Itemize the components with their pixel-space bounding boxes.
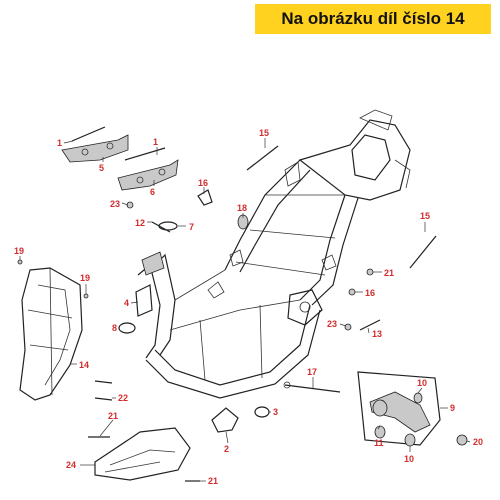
screw-23-right xyxy=(344,323,352,331)
callout-7: 7 xyxy=(189,222,194,232)
callout-8: 8 xyxy=(112,323,117,333)
part-14-front-frame xyxy=(19,267,83,401)
part-16-upper xyxy=(197,189,213,206)
leader-lines xyxy=(19,138,471,482)
callout-19-mid: 19 xyxy=(80,273,90,283)
part-2-hose xyxy=(211,407,239,433)
part-7-grommet xyxy=(158,221,178,231)
callout-24: 24 xyxy=(66,460,76,470)
part-8-ring xyxy=(118,322,136,334)
callout-13: 13 xyxy=(372,329,382,339)
callout-1-right: 1 xyxy=(153,137,158,147)
callout-10-lower: 10 xyxy=(404,454,414,464)
part-22-bolts xyxy=(94,380,113,401)
callout-21-right: 21 xyxy=(384,268,394,278)
callout-16-upper: 16 xyxy=(198,178,208,188)
callout-numbers: 1 5 1 6 15 16 23 12 7 18 15 19 19 21 16 … xyxy=(14,128,483,486)
callout-1-left: 1 xyxy=(57,138,62,148)
long-bolt-15a xyxy=(246,145,279,171)
callout-23-upper: 23 xyxy=(110,199,120,209)
callout-20: 20 xyxy=(473,437,483,447)
callout-11: 11 xyxy=(374,438,384,448)
part-3-clamp xyxy=(254,406,270,418)
callout-16-right: 16 xyxy=(365,288,375,298)
screw-19-mid xyxy=(83,293,89,299)
callout-9: 9 xyxy=(450,403,455,413)
callout-18: 18 xyxy=(237,203,247,213)
part-9-mount xyxy=(357,371,441,447)
main-frame xyxy=(137,109,411,399)
screw-16-right xyxy=(348,288,356,296)
long-bolt-15b xyxy=(409,235,437,269)
bolt-1a xyxy=(71,126,106,142)
part-4 xyxy=(135,284,153,317)
callout-2: 2 xyxy=(224,444,229,454)
part-5-bracket xyxy=(61,134,129,163)
callout-15-upper: 15 xyxy=(259,128,269,138)
callout-12: 12 xyxy=(135,218,145,228)
callout-17: 17 xyxy=(307,367,317,377)
callout-15-right: 15 xyxy=(420,211,430,221)
callout-14: 14 xyxy=(79,360,89,370)
callout-5: 5 xyxy=(99,163,104,173)
part-24-undercover xyxy=(94,427,191,481)
callout-10-upper: 10 xyxy=(417,378,427,388)
part-20-nut xyxy=(456,434,468,446)
part-number-banner: Na obrázku díl číslo 14 xyxy=(255,4,491,34)
part-13 xyxy=(359,319,381,331)
callout-21-bottom: 21 xyxy=(208,476,218,486)
callout-3: 3 xyxy=(273,407,278,417)
part-6-bracket xyxy=(117,159,179,191)
callout-4: 4 xyxy=(124,298,129,308)
screw-21-right xyxy=(366,268,374,276)
callout-22: 22 xyxy=(118,393,128,403)
bolt-17 xyxy=(284,384,341,393)
callout-6: 6 xyxy=(150,187,155,197)
screw-19-left xyxy=(17,259,23,265)
callout-23-right: 23 xyxy=(327,319,337,329)
bolt-1b xyxy=(124,147,166,161)
callout-21-left: 21 xyxy=(108,411,118,421)
callout-19-left: 19 xyxy=(14,246,24,256)
